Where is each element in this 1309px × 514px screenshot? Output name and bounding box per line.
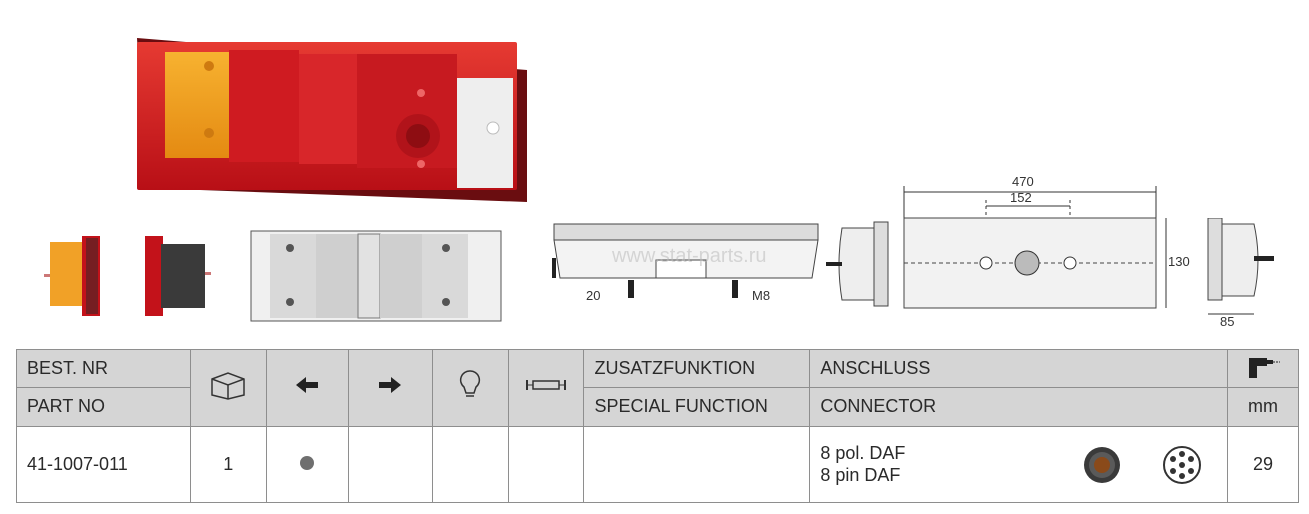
drill-icon [1248, 358, 1280, 379]
cell-part-no: 41-1007-011 [16, 425, 191, 503]
header-bulb [431, 349, 509, 427]
header-arrow-right [347, 349, 433, 427]
fuse-icon [525, 380, 566, 391]
header-drill [1226, 348, 1300, 389]
spec-table: BEST. NR [16, 348, 1300, 503]
connector-plug-icon [1084, 446, 1121, 483]
dim-152-label: 152 [1010, 190, 1032, 205]
cell-right-indicator [347, 425, 433, 503]
box-icon [211, 372, 246, 401]
arrow-right-icon [379, 377, 402, 394]
header-special-function: SPECIAL FUNCTION [583, 387, 811, 427]
header-part-no: PART NO [16, 387, 191, 427]
header-connector: CONNECTOR [809, 387, 1228, 427]
cell-fuse [507, 425, 585, 503]
lamp-profile-right-drawing: 85 [1207, 218, 1274, 328]
lamp-dimension-drawing: 470 152 130 [903, 174, 1190, 309]
cell-connector: 8 pol. DAF 8 pin DAF [809, 425, 1228, 503]
cell-mm: 29 [1226, 425, 1300, 503]
cell-special-function [583, 425, 811, 503]
dim-m8-label: M8 [752, 288, 770, 303]
table-row: 41-1007-011 1 8 pol. DAF 8 pin DAF 29 [16, 425, 1300, 503]
header-zusatzfunktion: ZUSATZFUNKTION [583, 348, 811, 389]
header-mm: mm [1226, 387, 1300, 427]
dim-470-label: 470 [1012, 174, 1034, 189]
connector-line-1: 8 pol. DAF [820, 443, 906, 464]
lamp-back-view-drawing [250, 230, 502, 322]
lamp-side-view-rear [145, 236, 211, 316]
connector-line-2: 8 pin DAF [820, 465, 901, 486]
filled-dot-icon [300, 455, 315, 470]
watermark-text: www.stat-parts.ru [611, 245, 766, 267]
lamp-profile-left-drawing [826, 221, 889, 307]
cell-left-indicator [265, 425, 349, 503]
header-best-nr: BEST. NR [16, 348, 191, 389]
header-anschluss: ANSCHLUSS [809, 348, 1228, 389]
tail-lamp-front-photo [137, 38, 527, 202]
connector-pin-layout-icon [1163, 445, 1202, 484]
dim-130-label: 130 [1168, 254, 1190, 269]
header-box [189, 349, 267, 427]
lamp-top-view-drawing: www.stat-parts.ru 20 M8 [552, 223, 819, 303]
header-arrow-left [265, 349, 349, 427]
cell-qty: 1 [189, 425, 267, 503]
bulb-icon [459, 370, 481, 397]
dim-85-label: 85 [1220, 314, 1234, 328]
header-fuse [507, 349, 585, 427]
cell-bulb [431, 425, 509, 503]
lamp-side-view-amber [44, 236, 100, 316]
dim-20-label: 20 [586, 288, 600, 303]
arrow-left-icon [296, 377, 319, 394]
